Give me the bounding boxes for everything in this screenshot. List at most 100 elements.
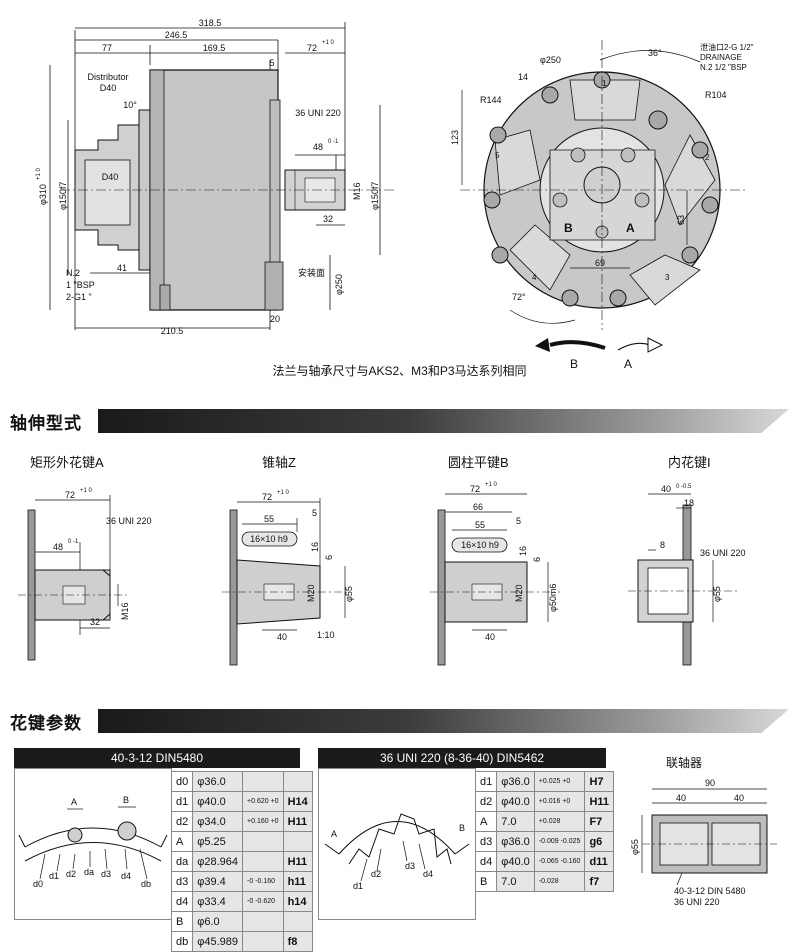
cell-fit	[282, 911, 313, 932]
dim-169: 169.5	[203, 43, 226, 53]
coupling-drawing: 90 40 40 φ55 40-3-12 DIN 5480 36 UNI 220	[630, 778, 777, 907]
t1-db: db	[141, 879, 151, 889]
dim-20: 20	[270, 314, 280, 324]
n2-label: N.2	[66, 268, 80, 278]
cell-sym: d0	[170, 771, 194, 792]
a-dim-48-tol: 0 -1	[68, 539, 79, 545]
a-dim-72-tol: +1 0	[80, 488, 93, 494]
cell-fit: H11	[584, 791, 615, 812]
coupling-phi55: φ55	[630, 839, 640, 855]
dim-72: 72	[307, 43, 317, 53]
table1-header: 40-3-12 DIN5480	[14, 748, 300, 768]
shaft-a-drawing: 72 +1 0 36 UNI 220 48 0 -1 M16 32	[18, 488, 152, 661]
cell-val: φ40.0	[496, 851, 535, 872]
cell-tol	[242, 851, 284, 872]
z-dim-55: 55	[264, 514, 274, 524]
a-m16: M16	[120, 602, 130, 620]
distributor-label: Distributor	[87, 72, 128, 82]
cell-fit: F7	[584, 811, 615, 832]
drain-en: DRAINAGE	[700, 53, 742, 62]
phi250-side: φ250	[334, 274, 344, 295]
cell-val: φ34.0	[192, 811, 244, 832]
shaft-i-drawing: 40 0 -0.5 18 8 36 UNI 220 φ55	[628, 484, 746, 666]
r144: R144	[480, 95, 502, 105]
port-5: 5	[495, 151, 500, 160]
dim-10deg: 10°	[123, 100, 137, 110]
coupling-title: 联轴器	[666, 756, 703, 770]
cell-val: φ40.0	[192, 791, 244, 812]
header-bar	[98, 409, 789, 433]
cell-val: φ33.4	[192, 891, 244, 912]
cell-fit: H7	[584, 771, 615, 792]
dim-246: 246.5	[165, 30, 188, 40]
cell-tol	[242, 931, 284, 952]
t2-A: A	[331, 829, 337, 839]
header-bar-2	[98, 709, 789, 733]
cell-sym: d4	[474, 851, 498, 872]
dim-210: 210.5	[161, 326, 184, 336]
cell-val: φ28.964	[192, 851, 244, 872]
cell-val: φ36.0	[496, 831, 535, 852]
table2-header: 36 UNI 220 (8-36-40) DIN5462	[318, 748, 606, 768]
cell-val: φ39.4	[192, 871, 244, 892]
dim-318: 318.5	[199, 18, 222, 28]
table1-figure-box: A B d0 d1 d2 da d3 d4 db	[14, 768, 172, 920]
a-uni: 36 UNI 220	[106, 516, 152, 526]
cell-tol	[242, 911, 284, 932]
cell-tol	[242, 771, 284, 792]
shaft-label-a: 矩形外花键A	[30, 455, 104, 470]
drain-cn: 泄油口2-G 1/2"	[700, 42, 754, 52]
phi150-left: φ150f7	[58, 182, 68, 210]
z-dim-72-tol: +1 0	[277, 490, 290, 496]
angle-72: 72°	[512, 292, 526, 302]
dim-72-tol: +1 0	[322, 40, 335, 46]
t2-d4: d4	[423, 869, 433, 879]
m16-label: M16	[352, 182, 362, 200]
cell-sym: d4	[170, 891, 194, 912]
t1-B: B	[123, 795, 129, 805]
cell-sym: d3	[170, 871, 194, 892]
phi310: φ310	[38, 184, 48, 205]
shaft-b-drawing: 72 +1 0 66 55 5 16×10 h9 16 6 M20 φ50m6 …	[430, 482, 560, 666]
cell-tol: -0 -0.160	[242, 871, 284, 892]
d40-top: D40	[100, 83, 117, 93]
phi250-front: φ250	[540, 55, 561, 65]
dim-123: 123	[450, 130, 460, 145]
cell-sym: B	[474, 871, 498, 892]
z-dim-16: 16	[310, 542, 320, 552]
b-dim-66: 66	[473, 502, 483, 512]
cell-sym: d2	[474, 791, 498, 812]
i-dim-40-tol: 0 -0.5	[676, 484, 692, 490]
b-dim-55: 55	[475, 520, 485, 530]
b-dim-72-tol: +1 0	[485, 482, 498, 488]
cell-sym: d2	[170, 811, 194, 832]
shaft-label-z: 锥轴Z	[262, 455, 296, 470]
cell-fit: f8	[282, 931, 313, 952]
t2-d1: d1	[353, 881, 363, 891]
i-dim-40: 40	[661, 484, 671, 494]
install-face: 安装面	[298, 267, 325, 278]
spline-params-header: 花键参数	[10, 707, 789, 735]
coupling-40a: 40	[676, 793, 686, 803]
motor-front-view: φ250 36° 泄油口2-G 1/2" DRAINAGE N.2 1/2 "B…	[450, 40, 754, 371]
i-phi55: φ55	[712, 586, 722, 602]
t1-d4: d4	[121, 871, 131, 881]
z-m20: M20	[306, 584, 316, 602]
shaft-types-title: 轴伸型式	[10, 414, 82, 433]
cell-sym: A	[474, 811, 498, 832]
cell-tol: +0.025 +0	[533, 771, 586, 792]
uni-label: 36 UNI 220	[295, 108, 341, 118]
spline1-figure: A B d0 d1 d2 da d3 d4 db	[18, 795, 168, 889]
g1-label: 2-G1 "	[66, 292, 92, 302]
cell-tol: -0.028	[533, 871, 586, 892]
cell-fit: d11	[584, 851, 615, 872]
dim-14: 14	[518, 72, 528, 82]
b-dim-40: 40	[485, 632, 495, 642]
b-dim-72: 72	[470, 484, 480, 494]
